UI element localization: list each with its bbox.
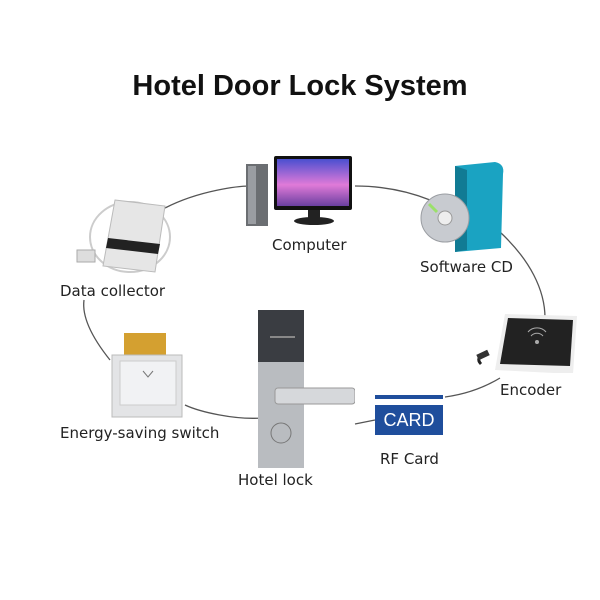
software-cd-icon [420, 162, 504, 252]
computer-icon [246, 156, 352, 226]
data-collector-label: Data collector [60, 282, 166, 300]
data-collector-icon [76, 199, 171, 273]
card-stripe [375, 395, 443, 399]
diagram-title: Hotel Door Lock System [132, 70, 468, 102]
connector-encoder-card [444, 377, 501, 398]
rf-card-node[interactable]: CARD [375, 395, 445, 440]
connector-collector-computer [164, 185, 251, 209]
energy-switch-node[interactable] [110, 333, 185, 418]
encoder-icon [476, 314, 577, 374]
software-cd-label: Software CD [420, 258, 513, 276]
encoder-label: Encoder [500, 381, 562, 399]
connector-lock-switch [184, 404, 263, 419]
data-collector-node[interactable] [75, 192, 175, 277]
software-cd-node[interactable] [415, 160, 515, 255]
connector-card-lock [354, 419, 376, 425]
energy-switch-label: Energy-saving switch [60, 424, 220, 442]
rf-card-label: RF Card [380, 450, 439, 468]
hotel-lock-icon [258, 310, 356, 468]
hotel-lock-label: Hotel lock [238, 471, 313, 489]
encoder-node[interactable] [475, 308, 585, 374]
connector-computer-cd [354, 185, 431, 201]
computer-label: Computer [272, 236, 347, 254]
connector-cd-encoder [499, 231, 546, 319]
hotel-lock-node[interactable] [255, 308, 356, 468]
rf-card-icon: CARD [375, 405, 443, 435]
connector-switch-collector [83, 299, 111, 361]
energy-switch-icon [111, 333, 183, 418]
computer-node[interactable] [240, 150, 360, 230]
